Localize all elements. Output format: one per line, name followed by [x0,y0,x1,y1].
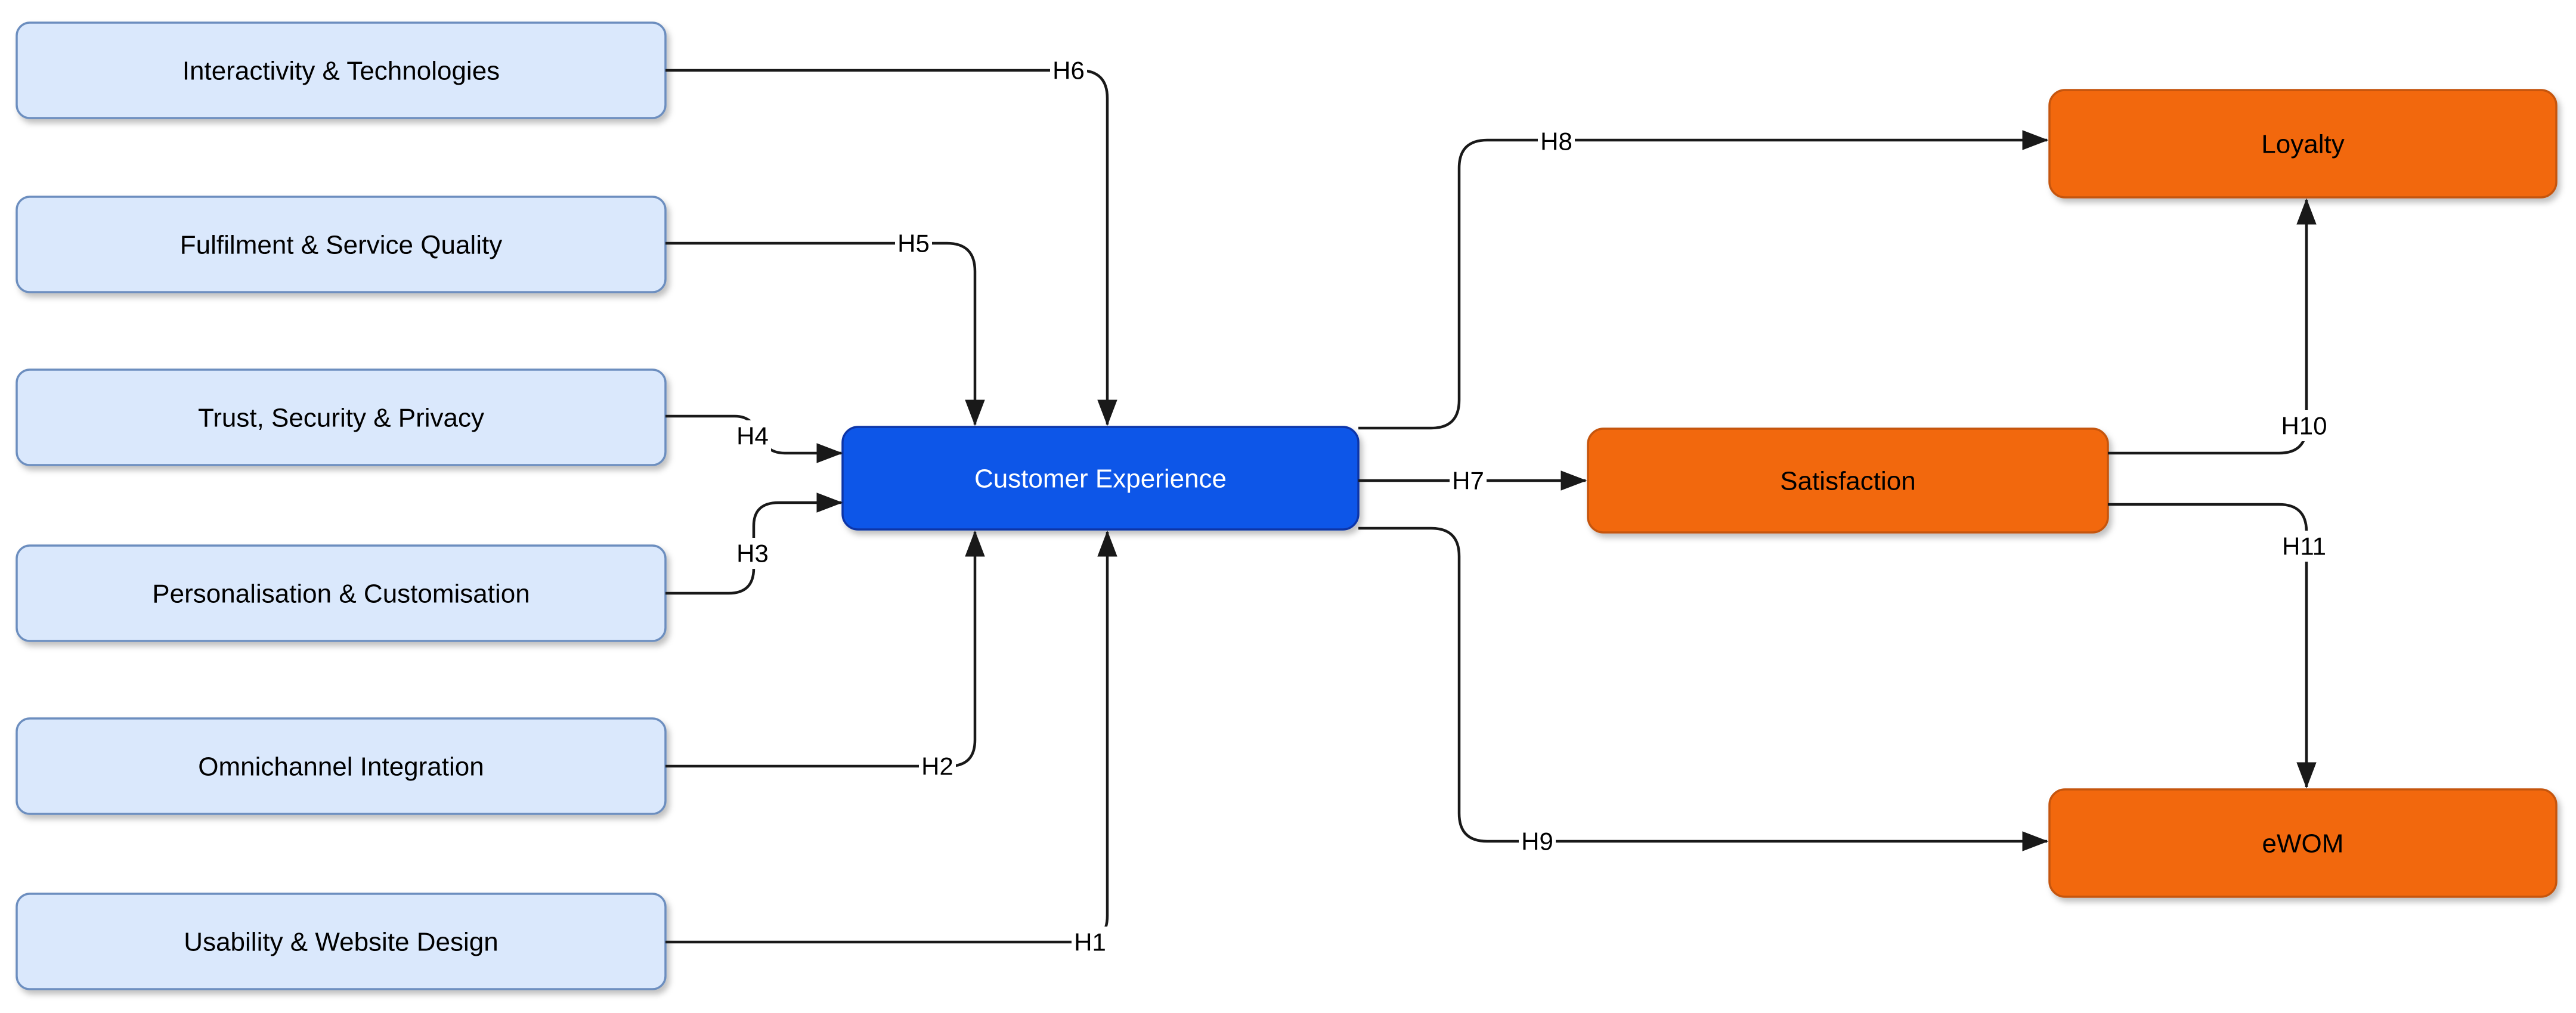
edge-H6-label-text: H6 [1052,57,1085,85]
edge-H8-label-text: H8 [1540,128,1572,156]
trust-security-privacy-label: Trust, Security & Privacy [198,403,484,432]
customer-experience-box [841,426,1360,531]
customer-experience-label: Customer Experience [974,464,1227,493]
interactivity-technologies-label: Interactivity & Technologies [182,56,500,85]
edge-H2-label-bg [919,751,956,782]
edge-H10-label-bg [2278,410,2330,441]
node-customer-experience: Customer Experience [841,426,1360,531]
edge-H6-arrow [665,69,1117,426]
edge-H4-label-bg [734,420,771,451]
edge-H1-label-bg [1072,927,1109,958]
edge-H7-label: H7 [1450,465,1487,496]
edge-H9-arrow [1358,526,2049,851]
edge-H3-label: H3 [734,538,771,569]
edge-H11-label: H11 [2278,531,2330,562]
node-loyalty: Loyalty [2048,89,2558,199]
loyalty-box [2048,89,2558,199]
edge-H10-arrow [2108,198,2317,455]
edge-H9-label-text: H9 [1521,828,1553,856]
satisfaction-label: Satisfaction [1780,466,1915,495]
edge-H7-label-text: H7 [1452,467,1484,495]
edge-H2-label-text: H2 [921,752,953,780]
node-personalisation-customisation: Personalisation & Customisation [16,544,667,642]
usability-website-design-label: Usability & Website Design [184,927,498,956]
edge-H10-label: H10 [2278,410,2330,441]
edge-H2-arrow [665,530,985,768]
node-usability-website-design: Usability & Website Design [16,893,667,990]
ewom-box [2048,788,2558,898]
edge-H11-arrow [2108,503,2317,789]
node-omnichannel-integration: Omnichannel Integration [16,717,667,815]
edge-H3-label-text: H3 [736,540,769,568]
edge-H8-arrow [1358,130,2049,430]
node-ewom: eWOM [2048,788,2558,898]
edge-H11-label-bg [2278,531,2330,562]
node-trust-security-privacy: Trust, Security & Privacy [16,368,667,466]
edge-H4-label-text: H4 [736,422,769,450]
edge-H7-label-bg [1450,465,1487,496]
edge-H1-label: H1 [1072,927,1109,958]
edge-H9-label-bg [1519,826,1556,857]
omnichannel-integration-label: Omnichannel Integration [198,752,484,781]
edge-H8-label-bg [1538,126,1575,157]
fulfilment-service-quality-label: Fulfilment & Service Quality [180,230,502,259]
edge-H2-label: H2 [919,751,956,782]
edge-H10-label-text: H10 [2281,412,2327,440]
edge-H11-label-text: H11 [2282,532,2326,560]
edge-H5-label-bg [895,228,932,259]
edge-H5-label-text: H5 [897,230,930,258]
satisfaction-box [1587,427,2109,534]
edge-H9-label: H9 [1519,826,1556,857]
personalisation-customisation-label: Personalisation & Customisation [152,579,530,608]
edge-H1-label-text: H1 [1074,928,1106,956]
edge-H6-label-bg [1050,55,1087,86]
edge-H3-label-bg [734,538,771,569]
edge-H8-label: H8 [1538,126,1575,157]
edge-H4-label: H4 [734,420,771,451]
edge-H5-arrow [665,241,985,426]
edge-H6-label: H6 [1050,55,1087,86]
edge-H5-label: H5 [895,228,932,259]
ewom-label: eWOM [2262,829,2344,858]
node-fulfilment-service-quality: Fulfilment & Service Quality [16,196,667,293]
loyalty-label: Loyalty [2261,129,2344,159]
node-interactivity-technologies: Interactivity & Technologies [16,21,667,119]
node-satisfaction: Satisfaction [1587,427,2109,534]
